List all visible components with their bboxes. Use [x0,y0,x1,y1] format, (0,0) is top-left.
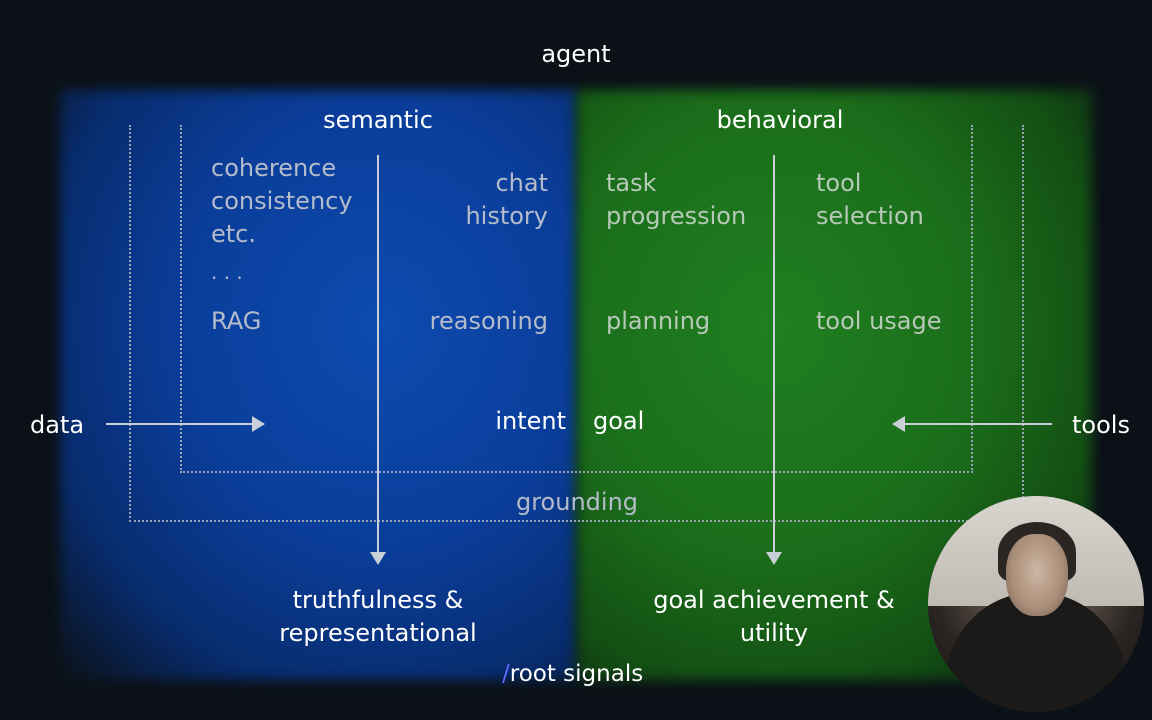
task-progression-line-1: task [606,169,657,197]
tools-arrow-line [902,423,1052,425]
tools-arrow-head [892,416,905,432]
goal-label: goal [593,407,645,435]
semantic-panel [60,90,577,680]
semantic-ellipsis: . . . [211,260,243,284]
inner-dotted-right [971,125,973,473]
tool-usage-label: tool usage [816,307,942,335]
rag-label: RAG [211,307,262,335]
chat-history-label: chat history [408,167,548,233]
chat-history-line-1: chat [495,169,548,197]
tool-selection-line-1: tool [816,169,862,197]
inner-dotted-left [180,125,182,473]
metric-coherence: coherence [211,154,337,182]
outer-dotted-left [129,125,131,522]
behavioral-axis-arrowhead [766,552,782,565]
inner-dotted-bottom [180,471,973,473]
task-progression-line-2: progression [606,202,747,230]
planning-label: planning [606,307,711,335]
metric-etc: etc. [211,220,256,248]
presenter-webcam [928,496,1144,712]
behavioral-outcome: goal achievement & utility [624,584,924,650]
semantic-axis-arrowhead [370,552,386,565]
tool-selection-label: tool selection [816,167,966,233]
data-arrow-line [106,423,258,425]
logo-text: root signals [509,661,644,687]
semantic-outcome-line-1: truthfulness & [292,586,464,614]
semantic-outcome-line-2: representational [279,619,477,647]
behavioral-outcome-line-2: utility [739,619,809,647]
semantic-axis-line [377,155,379,558]
logo-slash: / [502,661,510,687]
tools-input-label: tools [1072,411,1130,439]
semantic-header: semantic [323,106,433,134]
semantic-metrics: coherence consistency etc. [211,152,381,251]
intent-label: intent [495,407,566,435]
outer-dotted-bottom [129,520,1024,522]
outer-dotted-right [1022,125,1024,522]
tool-selection-line-2: selection [816,202,924,230]
diagram-title: agent [541,40,611,68]
grounding-label: grounding [515,488,639,516]
presenter-face [1006,534,1068,616]
root-signals-logo: /root signals [502,661,643,687]
reasoning-label: reasoning [429,307,548,335]
behavioral-header: behavioral [716,106,844,134]
data-arrow-head [252,416,265,432]
data-input-label: data [30,411,85,439]
behavioral-outcome-line-1: goal achievement & [653,586,895,614]
behavioral-axis-line [773,155,775,558]
chat-history-line-2: history [465,202,548,230]
task-progression-label: task progression [606,167,776,233]
metric-consistency: consistency [211,187,353,215]
semantic-outcome: truthfulness & representational [238,584,518,650]
